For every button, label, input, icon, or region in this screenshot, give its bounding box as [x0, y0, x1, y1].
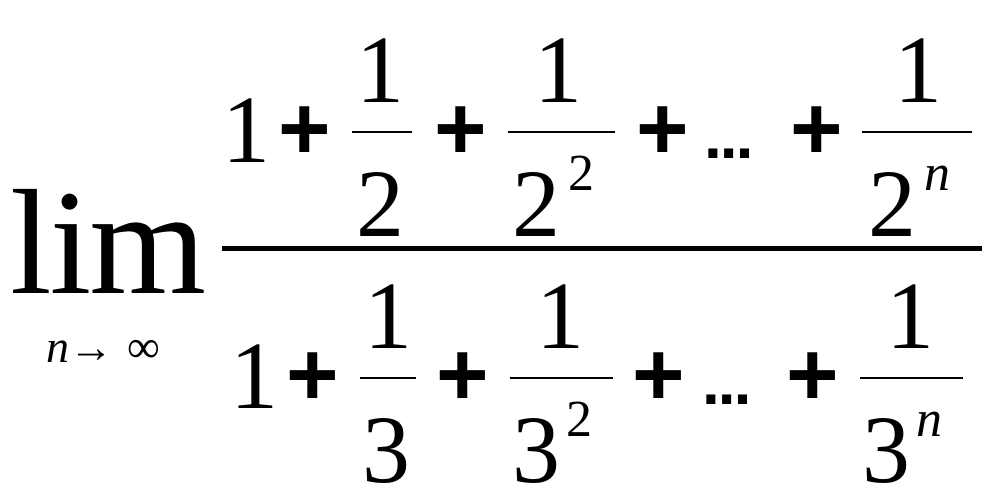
numerator-plus-1: +	[278, 79, 331, 179]
numerator-term2-numerator: 1	[534, 16, 582, 123]
numerator-plus-4: +	[790, 79, 843, 179]
denominator-term3-base: 3	[862, 396, 910, 503]
numerator-plus-2: +	[434, 79, 487, 179]
denominator-term1-bar	[360, 377, 416, 379]
numerator-term2-exponent: 2	[568, 145, 594, 202]
denominator-plus-1: +	[286, 325, 339, 425]
arrow-icon: →	[69, 323, 113, 372]
numerator-lead-one: 1	[222, 76, 270, 183]
denominator-lead-one: 1	[230, 322, 278, 429]
main-fraction-bar	[222, 246, 982, 251]
numerator-term3-numerator: 1	[894, 16, 942, 123]
numerator-term1-bar	[352, 131, 412, 133]
denominator-plus-2: +	[436, 325, 489, 425]
limit-operator: lim	[10, 160, 206, 326]
denominator-ellipsis: ...	[702, 346, 751, 418]
numerator-term1-numerator: 1	[356, 16, 404, 123]
denominator-term3-exponent: n	[916, 391, 942, 448]
denominator-term1-denominator: 3	[362, 396, 410, 503]
denominator-term2-bar	[510, 377, 613, 379]
denominator-plus-4: +	[786, 325, 839, 425]
numerator-plus-3: +	[636, 79, 689, 179]
numerator-term3-base: 2	[868, 150, 916, 257]
limit-subscript: n→ ∞	[46, 324, 160, 370]
limit-variable: n	[46, 321, 69, 372]
numerator-term2-bar	[508, 131, 615, 133]
numerator-term3-bar	[862, 131, 972, 133]
denominator-term3-numerator: 1	[886, 262, 934, 369]
numerator-term3-exponent: n	[924, 145, 950, 202]
denominator-term2-base: 3	[512, 396, 560, 503]
denominator-term2-exponent: 2	[566, 391, 592, 448]
numerator-term1-denominator: 2	[356, 150, 404, 257]
numerator-term2-base: 2	[512, 150, 560, 257]
numerator-ellipsis: ...	[704, 100, 753, 172]
denominator-term3-bar	[860, 377, 963, 379]
denominator-plus-3: +	[632, 325, 685, 425]
denominator-term2-numerator: 1	[536, 262, 584, 369]
denominator-term1-numerator: 1	[364, 262, 412, 369]
infinity-symbol: ∞	[127, 321, 160, 372]
